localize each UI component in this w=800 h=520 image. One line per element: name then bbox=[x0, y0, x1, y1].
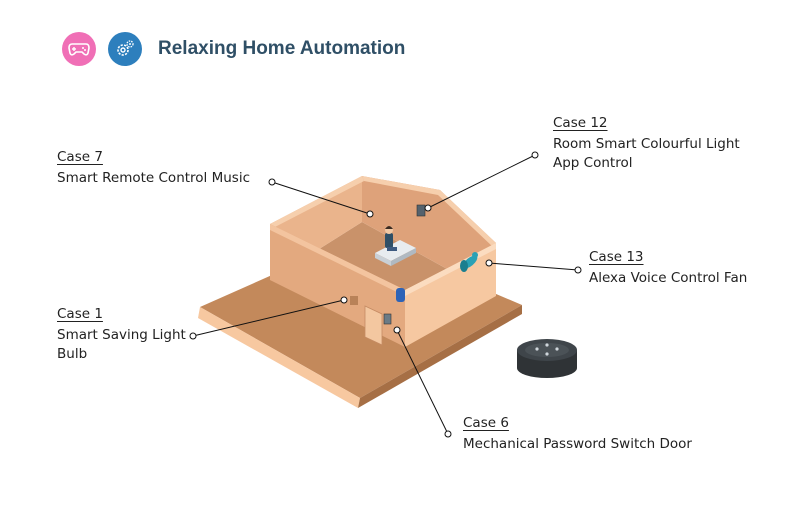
door bbox=[364, 305, 383, 346]
front-wall-right bbox=[405, 243, 496, 347]
case-description: Smart Saving Light bbox=[57, 327, 186, 343]
smart-speaker-icon bbox=[517, 339, 577, 378]
page-title: Relaxing Home Automation bbox=[158, 38, 406, 59]
case-description: Mechanical Password Switch Door bbox=[463, 436, 692, 452]
person-on-sofa-icon bbox=[375, 226, 416, 266]
case-title: Case 7 bbox=[57, 149, 103, 165]
case-title: Case 1 bbox=[57, 306, 103, 322]
password-switch-panel bbox=[383, 313, 392, 325]
case-description: Room Smart Colourful Light bbox=[553, 136, 740, 152]
light-panel bbox=[416, 204, 426, 217]
case-description: Alexa Voice Control Fan bbox=[589, 270, 748, 286]
case-description: Bulb bbox=[57, 346, 88, 362]
gamepad-icon[interactable] bbox=[62, 32, 96, 66]
case1-label: Case 1 Smart Saving Light Bulb bbox=[57, 305, 186, 364]
gear-icon[interactable] bbox=[108, 32, 142, 66]
case12-label: Case 12 Room Smart Colourful Light App C… bbox=[553, 114, 740, 173]
wall-speaker bbox=[396, 288, 405, 302]
case7-label: Case 7 Smart Remote Control Music bbox=[57, 148, 250, 188]
header: Relaxing Home Automation bbox=[62, 32, 405, 66]
leader-lines bbox=[189, 151, 582, 438]
case-title: Case 6 bbox=[463, 415, 509, 431]
case-description: Smart Remote Control Music bbox=[57, 170, 251, 186]
case13-label: Case 13 Alexa Voice Control Fan bbox=[589, 248, 747, 288]
case-title: Case 13 bbox=[589, 249, 644, 265]
light-switch-panel bbox=[350, 296, 358, 305]
case-description: App Control bbox=[553, 155, 633, 171]
case6-label: Case 6 Mechanical Password Switch Door bbox=[463, 414, 692, 454]
case-title: Case 12 bbox=[553, 115, 608, 131]
fan-icon bbox=[460, 252, 478, 272]
